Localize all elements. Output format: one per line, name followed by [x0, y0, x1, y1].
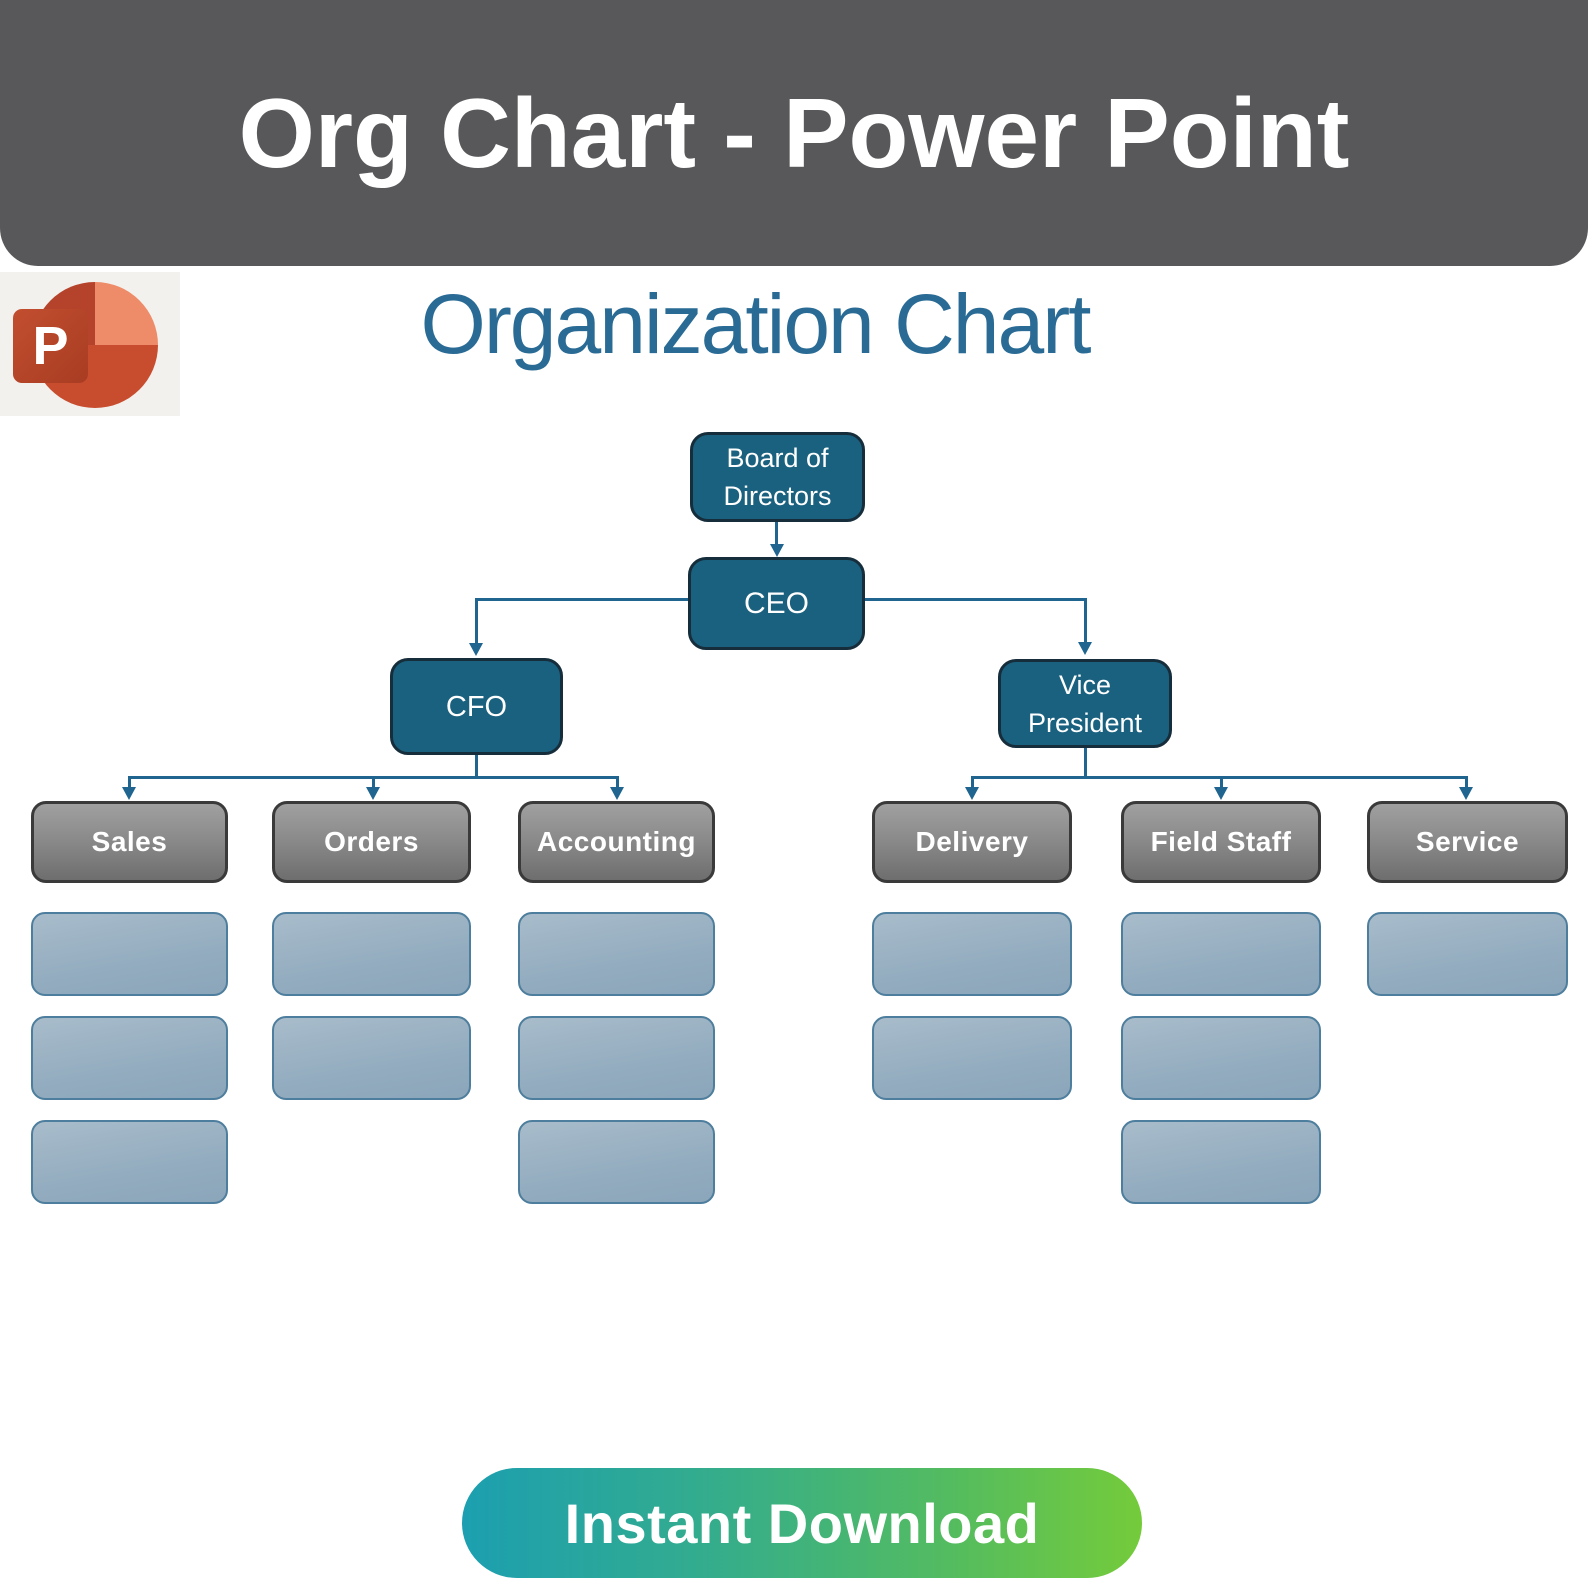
placeholder-box [1121, 912, 1321, 996]
placeholder-column-sales [31, 912, 228, 1204]
arrowhead-accounting [610, 787, 624, 800]
connector-board-ceo [775, 522, 778, 548]
placeholder-column-accounting [518, 912, 715, 1204]
placeholder-column-service [1367, 912, 1568, 996]
arrowhead-delivery [965, 787, 979, 800]
connector-drop-fieldstaff [1220, 776, 1223, 789]
connector-cfo-bar [475, 755, 478, 779]
node-dept-orders: Orders [272, 801, 471, 883]
node-vice-president: Vice President [998, 659, 1172, 748]
placeholder-box [872, 912, 1072, 996]
placeholder-column-orders [272, 912, 471, 1100]
arrowhead-ceo [770, 544, 784, 557]
connector-drop-delivery [971, 776, 974, 789]
header-banner: Org Chart - Power Point [0, 0, 1588, 266]
connector-drop-accounting [616, 776, 619, 789]
banner-title: Org Chart - Power Point [238, 77, 1350, 188]
node-dept-sales: Sales [31, 801, 228, 883]
slide-title: Organization Chart [420, 277, 1091, 371]
connector-right-bar [971, 776, 1468, 779]
connector-vp-bar [1084, 748, 1087, 779]
arrowhead-cfo [469, 643, 483, 656]
node-dept-delivery: Delivery [872, 801, 1072, 883]
powerpoint-logo-tile: P [0, 272, 180, 416]
connector-ceo-left [476, 598, 688, 601]
node-dept-accounting: Accounting [518, 801, 715, 883]
powerpoint-p-letter: P [32, 316, 69, 376]
placeholder-box [518, 1016, 715, 1100]
connector-drop-cfo [475, 598, 478, 644]
placeholder-box [31, 1016, 228, 1100]
node-dept-field-staff: Field Staff [1121, 801, 1321, 883]
powerpoint-p-badge: P [13, 309, 88, 383]
placeholder-box [1121, 1120, 1321, 1204]
instant-download-label: Instant Download [564, 1491, 1040, 1555]
node-dept-service: Service [1367, 801, 1568, 883]
connector-drop-orders [372, 776, 375, 789]
placeholder-box [518, 912, 715, 996]
placeholder-box [1121, 1016, 1321, 1100]
node-board-of-directors: Board of Directors [690, 432, 865, 522]
arrowhead-service [1459, 787, 1473, 800]
placeholder-box [1367, 912, 1568, 996]
placeholder-box [872, 1016, 1072, 1100]
arrowhead-sales [122, 787, 136, 800]
arrowhead-vp [1078, 642, 1092, 655]
instant-download-button[interactable]: Instant Download [462, 1468, 1142, 1578]
placeholder-box [31, 1120, 228, 1204]
arrowhead-orders [366, 787, 380, 800]
connector-drop-service [1465, 776, 1468, 789]
connector-ceo-right [865, 598, 1085, 601]
placeholder-column-field-staff [1121, 912, 1321, 1204]
placeholder-column-delivery [872, 912, 1072, 1100]
placeholder-box [518, 1120, 715, 1204]
placeholder-box [31, 912, 228, 996]
arrowhead-fieldstaff [1214, 787, 1228, 800]
node-ceo: CEO [688, 557, 865, 650]
placeholder-box [272, 912, 471, 996]
node-cfo: CFO [390, 658, 563, 755]
connector-drop-vp [1084, 598, 1087, 643]
placeholder-box [272, 1016, 471, 1100]
connector-drop-sales [128, 776, 131, 789]
